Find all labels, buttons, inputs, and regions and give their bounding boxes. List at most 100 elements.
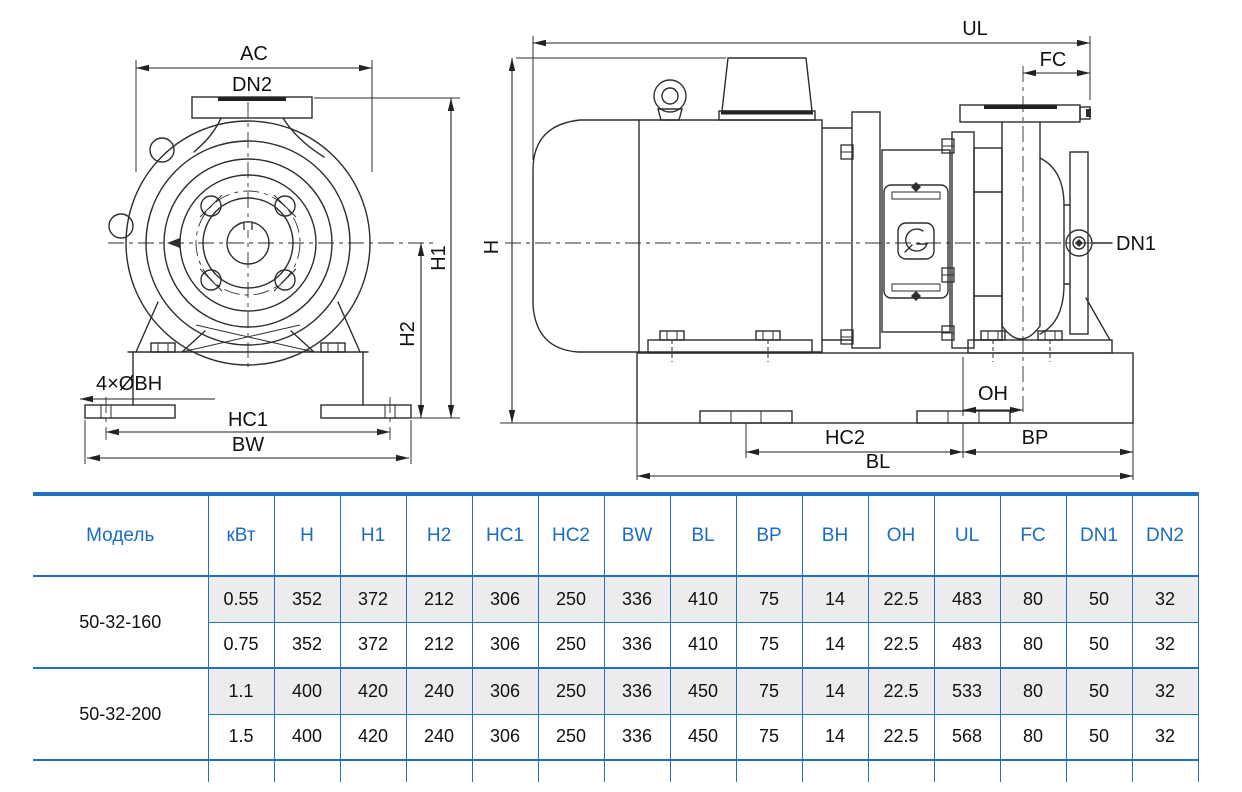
dim-label-oh: OH [978, 383, 1008, 405]
volute-profile [1039, 157, 1065, 335]
side-dimensions: UL FC H DN1 OH HC2 BP [481, 18, 1156, 480]
dim-label-ac: AC [240, 43, 268, 65]
cell-value: 372 [339, 621, 406, 668]
terminal-box [721, 57, 813, 112]
cell-value: 32 [1131, 667, 1199, 714]
cell-value: 32 [1131, 576, 1199, 622]
cell-value: 50 [1065, 576, 1132, 622]
cell-value: 240 [405, 713, 472, 760]
dimensions-table: Модель кВт H H1 H2 HC1 HC2 BW BL BP BH O… [33, 492, 1199, 782]
brand-logo-swirl [905, 228, 929, 252]
col-header-h1: H1 [339, 494, 406, 577]
cell-value: 336 [603, 667, 670, 714]
dim-label-bl: BL [866, 451, 890, 473]
col-header-h: H [273, 494, 340, 577]
cell-value: 50 [1065, 667, 1132, 714]
table-row: 1.5 400 420 240 306 250 336 450 75 14 22… [33, 713, 1199, 760]
col-header-ul: UL [933, 494, 1000, 577]
cell-value: 336 [603, 576, 670, 622]
support-legs [135, 301, 361, 353]
cell-value: 75 [735, 713, 802, 760]
cell-value: 14 [801, 576, 868, 622]
table-row: 50-32-160 0.55 352 372 212 306 250 336 4… [33, 576, 1199, 668]
cell-kw: 1.1 [207, 667, 274, 714]
dim-label-dn2: DN2 [232, 74, 272, 96]
dim-label-bw: BW [232, 434, 264, 456]
table-row: 0.75 352 372 212 306 250 336 410 75 14 2… [33, 621, 1199, 668]
cell-value: 212 [405, 621, 472, 668]
col-header-hc2: HC2 [537, 494, 604, 577]
cell-value: 80 [999, 667, 1066, 714]
volute-casing-circles [108, 120, 371, 366]
drawing-area: .ln{stroke:#2e2e2e;stroke-width:1.4;fill… [80, 18, 1156, 480]
cell-value: 336 [603, 621, 670, 668]
dim-label-h: H [481, 240, 503, 254]
cell-value: 420 [339, 713, 406, 760]
discharge-flange-front [191, 96, 325, 158]
cell-value: 75 [735, 576, 802, 622]
cell-value: 212 [405, 576, 472, 622]
pump-head [821, 104, 1113, 362]
col-header-dn2: DN2 [1131, 494, 1199, 577]
col-header-fc: FC [999, 494, 1066, 577]
cell-value: 50 [1065, 621, 1132, 668]
dim-label-bp: BP [1022, 427, 1049, 449]
lifting-eye [653, 79, 687, 113]
cell-value: 75 [735, 621, 802, 668]
cell-value: 22.5 [867, 621, 934, 668]
cell-value: 450 [669, 713, 736, 760]
col-header-model: Модель [33, 494, 208, 577]
cell-value: 22.5 [867, 667, 934, 714]
table-header: Модель кВт H H1 H2 HC1 HC2 BW BL BP BH O… [33, 494, 1199, 577]
cell-value: 80 [999, 576, 1066, 622]
cell-value: 50 [1065, 713, 1132, 760]
cell-kw: 0.55 [207, 576, 274, 622]
cell-value: 80 [999, 713, 1066, 760]
cell-value: 483 [933, 621, 1000, 668]
cell-value: 352 [273, 576, 340, 622]
table-row: 50-32-200 1.1 400 420 240 306 250 336 45… [33, 667, 1199, 760]
col-header-bh: BH [801, 494, 868, 577]
cell-value: 372 [339, 576, 406, 622]
cell-value: 22.5 [867, 713, 934, 760]
cell-value: 75 [735, 667, 802, 714]
cell-value: 240 [405, 667, 472, 714]
cell-value: 306 [471, 576, 538, 622]
cell-value: 80 [999, 621, 1066, 668]
cell-value: 410 [669, 576, 736, 622]
cell-value: 22.5 [867, 576, 934, 622]
dim-label-h2: H2 [397, 321, 419, 347]
cell-value: 14 [801, 713, 868, 760]
col-header-hc1: HC1 [471, 494, 538, 577]
cell-value: 14 [801, 621, 868, 668]
col-header-kw: кВт [207, 494, 274, 577]
section-arrow [167, 238, 180, 248]
shaft-keyway [243, 221, 253, 230]
motor-foot [647, 339, 813, 354]
front-view: AC DN2 H1 H2 4×ØBH HC1 BW [80, 43, 460, 464]
cell-value: 32 [1131, 621, 1199, 668]
cell-value: 568 [933, 713, 1000, 760]
cell-kw: 1.5 [207, 713, 274, 760]
baseplate [636, 352, 1134, 424]
col-header-dn1: DN1 [1065, 494, 1132, 577]
brand-logo-plate [897, 222, 935, 260]
cell-value: 250 [537, 667, 604, 714]
cell-value: 14 [801, 667, 868, 714]
motor-body [532, 57, 823, 362]
dim-label-bolt-holes: 4×ØBH [96, 373, 162, 395]
dim-label-fc: FC [1040, 49, 1067, 71]
cell-value: 32 [1131, 713, 1199, 760]
dim-label-hc1: HC1 [228, 409, 268, 431]
dim-label-h1: H1 [428, 245, 450, 271]
pump-technical-drawing: .ln{stroke:#2e2e2e;stroke-width:1.4;fill… [80, 18, 1156, 480]
cell-value: 306 [471, 713, 538, 760]
table-bottom-stub [33, 759, 1199, 782]
col-header-h2: H2 [405, 494, 472, 577]
lantern-plate [883, 184, 949, 299]
flange-bolts [199, 194, 297, 292]
cell-model: 50-32-200 [33, 667, 208, 760]
cell-value: 250 [537, 713, 604, 760]
cell-value: 450 [669, 667, 736, 714]
